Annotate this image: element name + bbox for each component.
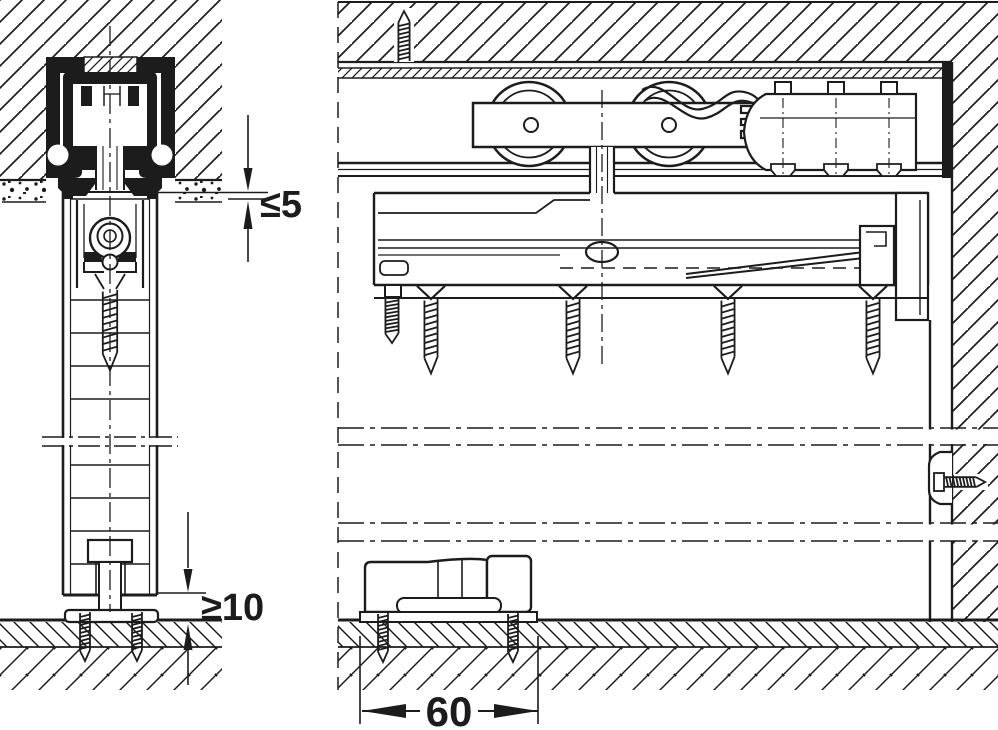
profile-end-tab bbox=[379, 260, 409, 276]
guide-base-plate bbox=[359, 611, 538, 623]
floor-section bbox=[0, 618, 222, 690]
floor-guide-elevation bbox=[359, 554, 538, 663]
dimension-label-bottom-clearance: ≥10 bbox=[201, 587, 264, 629]
mounting-screws bbox=[384, 284, 888, 375]
profile-screw bbox=[384, 297, 400, 344]
dimension-bottom-clearance: ≥10 bbox=[158, 512, 264, 685]
break-lines bbox=[338, 427, 998, 542]
ceiling-section bbox=[0, 0, 222, 203]
end-stop-block bbox=[858, 224, 896, 287]
profile-screw bbox=[423, 298, 439, 375]
track-wheel-right-section bbox=[151, 144, 173, 166]
track-end-plate bbox=[942, 62, 952, 178]
track-wheel-left-section bbox=[47, 144, 69, 166]
profile-screw bbox=[865, 298, 881, 375]
arrow-up-icon bbox=[243, 201, 253, 229]
profile-end-bracket bbox=[894, 191, 930, 322]
section-view: ≤5 ≥10 bbox=[0, 0, 302, 690]
plaster-layer-right bbox=[175, 181, 222, 202]
guide-base-plate-section bbox=[63, 608, 160, 624]
damper-bolt bbox=[774, 81, 792, 95]
arrow-up-icon bbox=[183, 624, 193, 650]
carriage-body bbox=[471, 101, 760, 149]
profile-screw bbox=[565, 298, 581, 375]
dimension-guide-plate: 60 bbox=[359, 636, 539, 730]
damper-housing bbox=[742, 92, 918, 172]
plaster-layer-left bbox=[2, 181, 46, 202]
ceiling-elevation bbox=[338, 1, 998, 64]
arrow-down-icon bbox=[183, 569, 193, 592]
ceiling-fixing-screw bbox=[394, 8, 414, 63]
roller-carriage bbox=[471, 80, 760, 168]
dimension-label-top-gap: ≤5 bbox=[260, 184, 302, 226]
dimension-top-gap: ≤5 bbox=[152, 115, 302, 262]
arrow-down-icon bbox=[243, 168, 253, 191]
hanger-profile bbox=[372, 191, 930, 322]
wall-stop-bracket bbox=[927, 450, 988, 506]
profile-screw bbox=[720, 298, 736, 375]
wall-screw-head bbox=[933, 472, 945, 492]
soft-close-damper bbox=[641, 81, 918, 177]
arrow-right-icon bbox=[494, 704, 538, 718]
floor-elevation bbox=[338, 618, 998, 690]
guide-shoe bbox=[396, 597, 502, 614]
adjustment-wedge bbox=[685, 251, 865, 279]
damper-bolt bbox=[880, 81, 898, 95]
damper-bolt bbox=[827, 81, 845, 95]
elevation-view: 60 bbox=[337, 1, 998, 730]
arrow-left-icon bbox=[362, 704, 406, 718]
dimension-label-guide-plate: 60 bbox=[426, 688, 473, 730]
